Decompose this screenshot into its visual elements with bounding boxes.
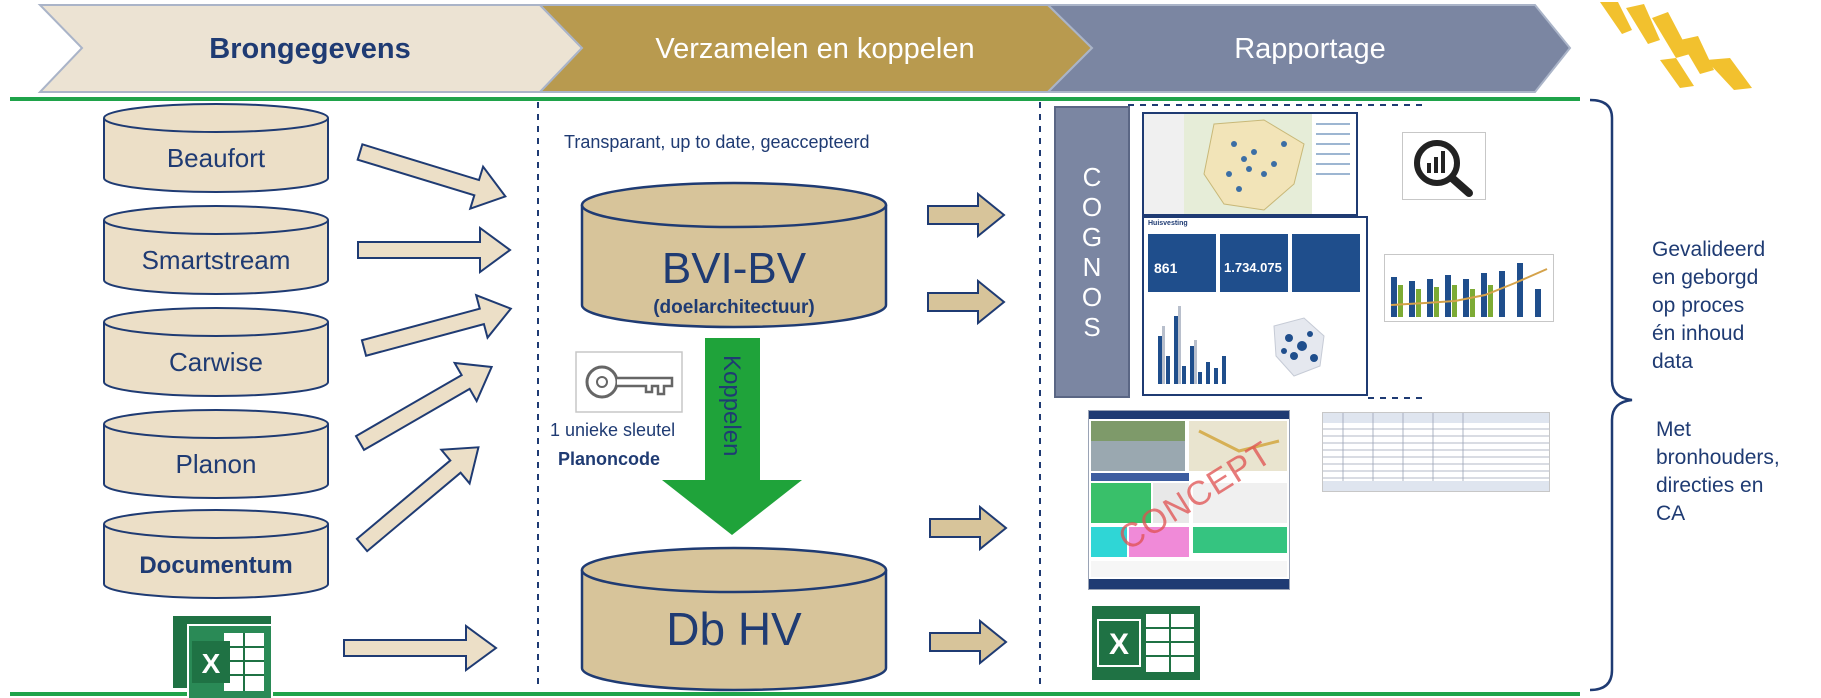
tagline: Transparant, up to date, geaccepteerd	[564, 132, 870, 152]
excel-icon: X	[171, 614, 273, 698]
cognos-letter: O	[1081, 192, 1103, 222]
db1-subtitle: (doelarchitectuur)	[653, 297, 815, 318]
note-line: data	[1652, 350, 1693, 373]
arrow-smartstream	[357, 227, 511, 273]
key-caption: 1 unieke sleutel	[550, 420, 675, 440]
cognos-letter: O	[1081, 282, 1103, 312]
cognos-letter: C	[1082, 162, 1102, 192]
key-icon	[575, 351, 683, 413]
building-report-screenshot: CONCEPT	[1088, 410, 1290, 590]
stage3-label: Rapportage	[1234, 33, 1386, 65]
koppelen-label: Koppelen	[718, 355, 745, 456]
note-line: op proces	[1652, 294, 1745, 317]
arrow-planon	[348, 346, 504, 464]
validation-note: Gevalideerd en geborgd op proces én inho…	[1652, 236, 1765, 376]
excel-icon: X	[1092, 606, 1200, 685]
stakeholder-note: Met bronhouders, directies en CA	[1656, 416, 1780, 528]
source-systems: Beaufort Smartstream Carwise Planon Docu…	[103, 103, 518, 698]
arrow-out-2	[927, 280, 1005, 324]
arrow-beaufort	[352, 129, 513, 219]
middle-section: Transparant, up to date, geaccepteerd BV…	[550, 132, 1007, 692]
cognos-bar	[1054, 106, 1130, 398]
header-chevrons: Brongegevens Verzamelen en koppelen Rapp…	[37, 2, 1752, 93]
source-label-documentum: Documentum	[139, 552, 292, 579]
bar-line-chart-image	[1384, 254, 1554, 322]
arrow-excel	[343, 625, 497, 671]
arrow-out-3	[929, 506, 1007, 550]
note-line: CA	[1656, 502, 1686, 525]
cognos-letter: S	[1083, 312, 1101, 342]
dashboard-screenshot: Huisvesting 861 1.734.075	[1142, 216, 1368, 396]
cognos-letter: G	[1081, 222, 1103, 252]
arrow-out-1	[927, 193, 1005, 237]
note-line: én inhoud	[1652, 322, 1745, 345]
source-label-smartstream: Smartstream	[142, 245, 291, 275]
stage1-label: Brongegevens	[209, 33, 410, 65]
arrow-carwise	[357, 286, 518, 371]
table-report-image	[1322, 412, 1550, 492]
dashboard-title: Huisvesting	[1148, 220, 1188, 227]
note-line: directies en	[1656, 474, 1764, 497]
source-label-carwise: Carwise	[169, 347, 263, 377]
right-brace	[1589, 98, 1633, 692]
source-label-beaufort: Beaufort	[167, 143, 266, 173]
map-screenshot	[1142, 112, 1358, 216]
arrow-out-4	[929, 620, 1007, 664]
search-chart-icon	[1402, 132, 1486, 200]
kpi-1: 861	[1154, 260, 1178, 276]
db-hv	[580, 546, 888, 692]
note-line: bronhouders,	[1656, 446, 1780, 469]
db2-title: Db HV	[666, 603, 802, 655]
kpi-2: 1.734.075	[1224, 260, 1282, 275]
cognos-letters: C O G N O S	[1054, 162, 1130, 342]
key-code: Planoncode	[558, 449, 660, 469]
logo-ornament	[1600, 2, 1752, 90]
svg-text:X: X	[202, 648, 221, 679]
arrow-documentum	[346, 429, 494, 563]
svg-text:X: X	[1109, 628, 1129, 661]
note-line: en geborgd	[1652, 266, 1759, 289]
db1-title: BVI-BV	[662, 244, 807, 293]
koppelen-arrow	[662, 338, 802, 535]
cognos-letter: N	[1082, 252, 1102, 282]
stage2-label: Verzamelen en koppelen	[655, 33, 974, 65]
source-label-planon: Planon	[176, 449, 257, 479]
stage-rapportage	[1045, 4, 1572, 93]
note-line: Met	[1656, 418, 1692, 441]
note-line: Gevalideerd	[1652, 238, 1766, 261]
db-bvi-bv	[580, 181, 888, 329]
